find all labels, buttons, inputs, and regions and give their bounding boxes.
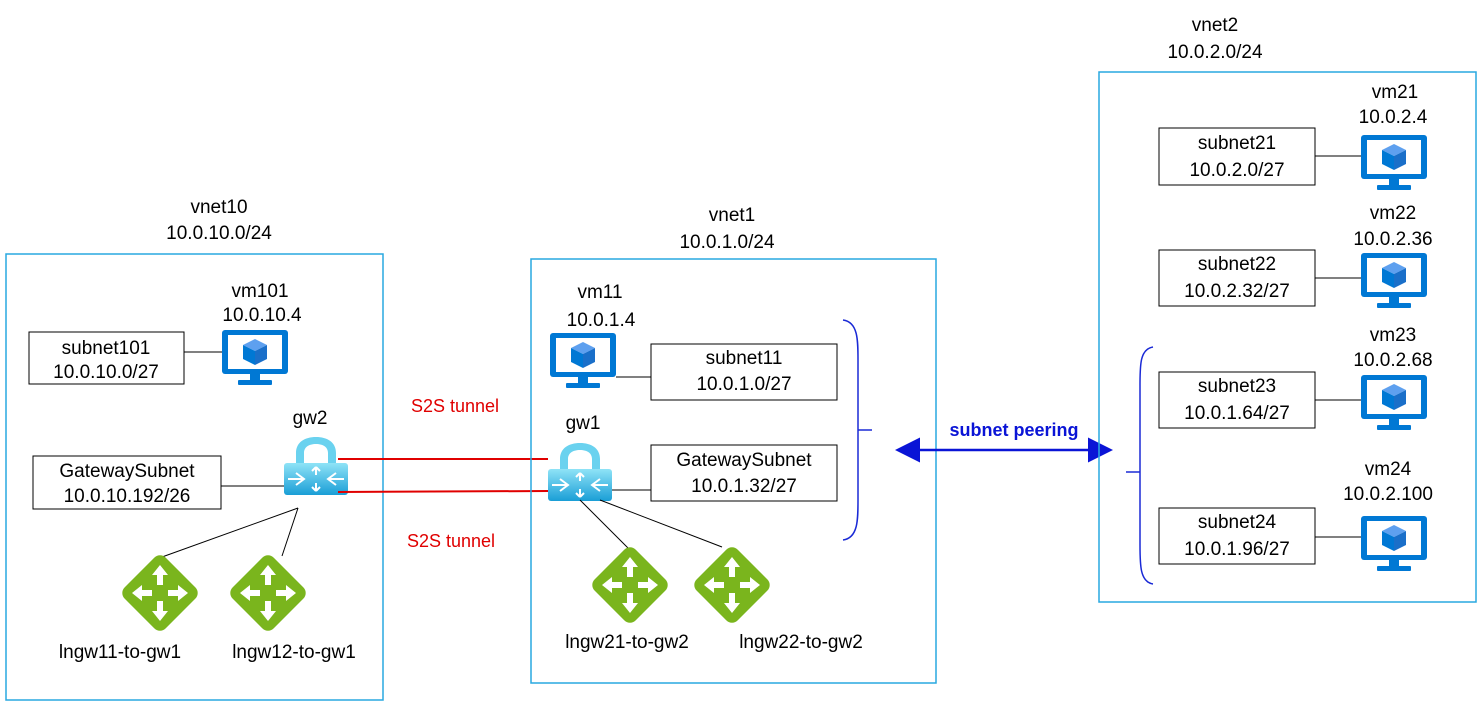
subnet101-cidr: 10.0.10.0/27 — [53, 362, 159, 383]
lngw11-label: lngw11-to-gw1 — [59, 642, 181, 663]
vm24-ip: 10.0.2.100 — [1343, 484, 1433, 505]
subnet21-cidr: 10.0.2.0/27 — [1189, 160, 1284, 181]
vnet10-name: vnet10 — [190, 197, 247, 218]
gw1-icon[interactable] — [547, 442, 613, 502]
vm21-icon[interactable] — [1361, 135, 1427, 190]
lngw11-link — [161, 507, 299, 558]
s2s-tunnel-bottom-line — [337, 490, 549, 493]
subnet24-box — [1158, 507, 1316, 565]
subnet22-cidr: 10.0.2.32/27 — [1184, 281, 1290, 302]
vm23-icon[interactable] — [1361, 375, 1427, 430]
vnet1-boundary — [530, 258, 937, 684]
gateway-subnet-vnet10-name: GatewaySubnet — [59, 461, 195, 482]
subnet24-name: subnet24 — [1198, 512, 1277, 533]
vm24-icon[interactable] — [1361, 516, 1427, 571]
gateway-subnet-vnet1-box — [650, 444, 838, 502]
lngw12-icon[interactable] — [226, 551, 310, 635]
subnet23-name: subnet23 — [1198, 376, 1276, 397]
gw2-icon[interactable] — [283, 436, 349, 496]
subnet101-name: subnet101 — [62, 338, 151, 359]
gw2-name: gw2 — [293, 408, 328, 429]
lngw22-icon[interactable] — [690, 543, 774, 627]
vnet1-peering-bracket — [842, 319, 859, 541]
subnet24-cidr: 10.0.1.96/27 — [1184, 539, 1290, 560]
vnet2-name: vnet2 — [1192, 15, 1238, 36]
vm21-ip: 10.0.2.4 — [1359, 107, 1428, 128]
vm101-icon[interactable] — [222, 330, 288, 385]
subnet21-name: subnet21 — [1198, 133, 1276, 154]
vnet1-cidr: 10.0.1.0/24 — [679, 232, 775, 253]
lngw22-label: lngw22-to-gw2 — [739, 632, 863, 653]
vnet2-peering-bracket — [1139, 346, 1154, 585]
s2s-tunnel-top-label: S2S tunnel — [411, 396, 499, 416]
vnet2-boundary — [1098, 71, 1477, 603]
lngw22-link — [599, 499, 723, 548]
gateway-subnet-vnet1-name: GatewaySubnet — [676, 450, 812, 471]
subnet21-box — [1158, 127, 1316, 186]
vnet10-boundary — [5, 253, 384, 701]
vm24-name: vm24 — [1365, 459, 1412, 480]
lngw21-label: lngw21-to-gw2 — [565, 632, 689, 653]
subnet22-box — [1158, 249, 1316, 307]
lngw11-icon[interactable] — [118, 551, 202, 635]
gw1-name: gw1 — [566, 413, 601, 434]
lngw12-label: lngw12-to-gw1 — [232, 642, 356, 663]
vm22-ip: 10.0.2.36 — [1353, 229, 1432, 250]
subnet22-name: subnet22 — [1198, 254, 1276, 275]
s2s-tunnel-bottom-label: S2S tunnel — [407, 531, 495, 551]
subnet11-box — [650, 343, 838, 401]
vnet1-name: vnet1 — [709, 205, 755, 226]
vm101-name: vm101 — [231, 281, 288, 302]
gateway-subnet-vnet1-cidr: 10.0.1.32/27 — [691, 476, 797, 497]
vnet10-cidr: 10.0.10.0/24 — [166, 223, 272, 244]
vm101-ip: 10.0.10.4 — [222, 305, 302, 326]
subnet-peering-label: subnet peering — [949, 420, 1078, 440]
vm23-ip: 10.0.2.68 — [1353, 350, 1432, 371]
vm11-icon[interactable] — [550, 333, 616, 388]
subnet101-box — [28, 331, 185, 385]
vm22-icon[interactable] — [1361, 253, 1427, 308]
vm21-name: vm21 — [1372, 82, 1418, 103]
vm11-name: vm11 — [577, 282, 622, 303]
subnet23-box — [1158, 371, 1316, 429]
vm23-name: vm23 — [1370, 325, 1416, 346]
vm11-ip: 10.0.1.4 — [567, 310, 636, 331]
subnet11-cidr: 10.0.1.0/27 — [696, 374, 791, 395]
lngw21-link — [579, 499, 629, 549]
subnet23-cidr: 10.0.1.64/27 — [1184, 403, 1290, 424]
vnet2-cidr: 10.0.2.0/24 — [1167, 42, 1263, 63]
lngw21-icon[interactable] — [588, 543, 672, 627]
lngw12-link — [281, 507, 299, 557]
gateway-subnet-vnet10-cidr: 10.0.10.192/26 — [64, 486, 191, 507]
vm22-name: vm22 — [1370, 203, 1416, 224]
subnet11-name: subnet11 — [706, 348, 783, 369]
gateway-subnet-vnet10-box — [32, 455, 222, 510]
